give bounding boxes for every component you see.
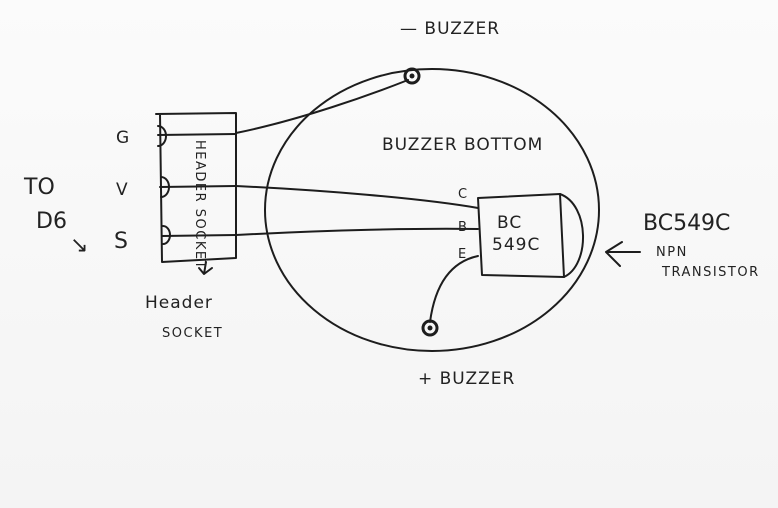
buzzer-outline xyxy=(264,68,600,352)
pin-b-label: B xyxy=(458,220,468,235)
minus-buzzer-label: — BUZZER xyxy=(400,19,500,39)
pin-e-label: E xyxy=(458,247,468,262)
wire-v xyxy=(235,185,479,209)
d6-label: D6 xyxy=(36,209,67,234)
transistor-label-1: BC xyxy=(497,213,522,233)
wire-g xyxy=(235,79,409,134)
pin-s-label: S xyxy=(114,229,128,254)
header-socket-vertical-label: HEADER SOCKET xyxy=(192,140,207,270)
plus-terminal xyxy=(421,319,439,337)
header-socket: HEADER SOCKET xyxy=(155,112,237,275)
buzzer-bottom-label: BUZZER BOTTOM xyxy=(382,135,543,155)
pin-c-label: C xyxy=(458,187,469,202)
plus-buzzer-label: + BUZZER xyxy=(418,369,515,389)
pin-v-label: V xyxy=(116,180,129,200)
part-type-label-2: TRANSISTOR xyxy=(661,265,760,280)
part-type-label-1: NPN xyxy=(656,245,688,260)
minus-terminal xyxy=(403,67,421,85)
part-name-label: BC549C xyxy=(643,211,730,236)
pin-g-label: G xyxy=(116,128,130,148)
to-label: TO xyxy=(23,175,55,200)
transistor-pointer-arrow xyxy=(605,241,641,267)
wire-e xyxy=(429,255,479,323)
transistor-symbol: BC 549C xyxy=(477,193,584,278)
transistor-label-2: 549C xyxy=(492,235,540,255)
wire-s xyxy=(235,227,479,236)
header-caption-2: SOCKET xyxy=(162,326,223,341)
header-caption-1: Header xyxy=(145,293,213,313)
arrow-icon: ↘ xyxy=(70,233,88,258)
socket-pointer-arrow xyxy=(198,261,213,275)
